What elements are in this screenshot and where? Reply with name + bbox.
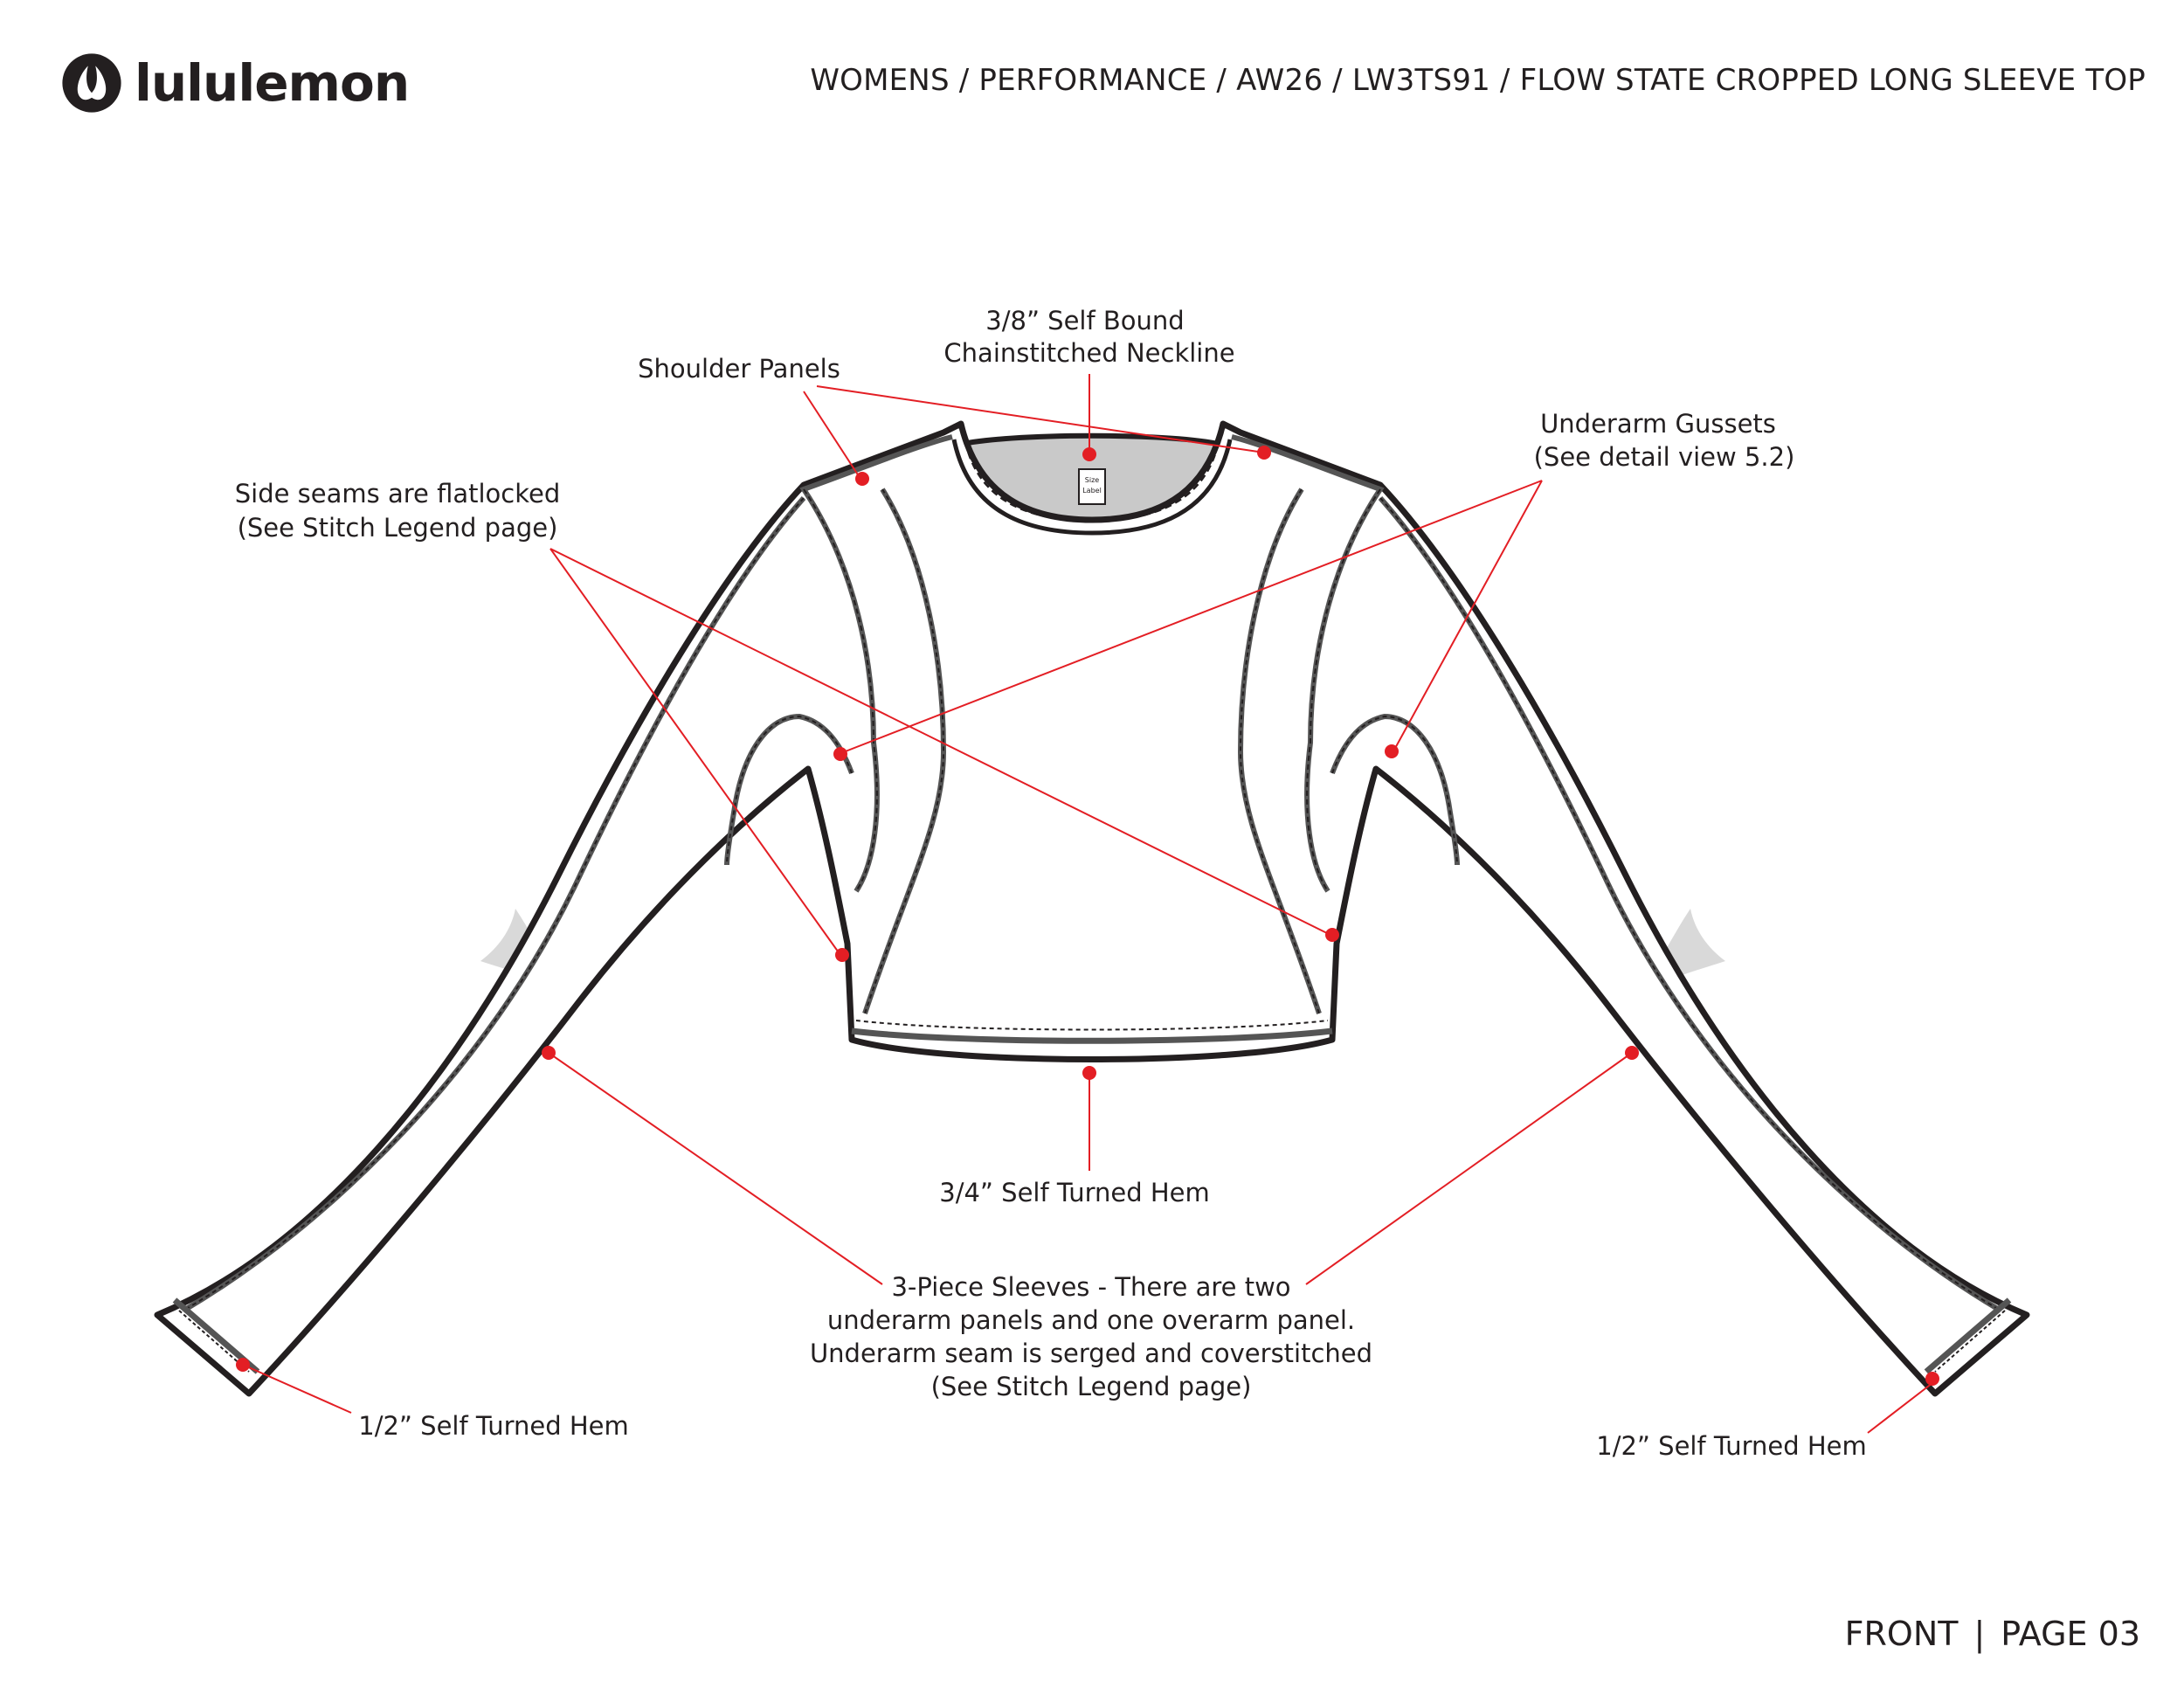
callout-side-seams-line2: (See Stitch Legend page) [238, 513, 558, 543]
bottom-hem-stitch [855, 1020, 1329, 1031]
right-cuff-hem [1924, 1297, 2012, 1374]
callout-right-cuff: 1/2” Self Turned Hem [1596, 1431, 1867, 1461]
dot-cuff-left [236, 1358, 250, 1372]
callout-leaders [242, 374, 1933, 1434]
leader-cuff-right [1867, 1382, 1933, 1434]
leader-shoulder-right [816, 385, 1265, 453]
leader-side-seam-right [549, 548, 1331, 936]
callout-sleeves-line4: (See Stitch Legend page) [931, 1372, 1252, 1401]
breadcrumb: WOMENS / PERFORMANCE / AW26 / LW3TS91 / … [810, 63, 2146, 98]
callout-sleeves-line2: underarm panels and one overarm panel. [827, 1305, 1355, 1335]
callout-sleeves-line1: 3-Piece Sleeves - There are two [891, 1272, 1290, 1302]
callout-shoulder-panels: Shoulder Panels [638, 354, 840, 384]
header: lululemon WOMENS / PERFORMANCE / AW26 / … [0, 0, 2184, 175]
leader-gusset-left [838, 480, 1543, 755]
left-cuff-hem-stitch [178, 1310, 250, 1373]
left-front-panel-stitch [864, 488, 945, 1014]
right-underarm-gusset-stitch [1331, 715, 1458, 866]
leader-cuff-left [242, 1364, 352, 1414]
right-cuff-hem-stitch [1934, 1310, 2006, 1373]
neck-chainstitch [964, 440, 1220, 522]
lululemon-logo-icon [62, 53, 121, 113]
dot-side-seam-right [1325, 928, 1339, 942]
garment-outline [154, 420, 2030, 1397]
callout-gussets-line1: Underarm Gussets [1540, 409, 1776, 439]
left-shoulder-seam-stitch [803, 488, 878, 892]
callout-side-seams-line1: Side seams are flatlocked [235, 479, 561, 508]
leader-shoulder-left [803, 391, 861, 480]
callout-sleeves-line3: Underarm seam is serged and coverstitche… [810, 1339, 1372, 1368]
callout-neckline-line2: Chainstitched Neckline [943, 338, 1234, 368]
brand-name: lululemon [135, 53, 410, 113]
leader-sleeve-left [548, 1052, 883, 1285]
dot-sleeve-left [542, 1046, 556, 1060]
footer-separator: | [1973, 1615, 1986, 1653]
dot-neckline [1082, 447, 1096, 461]
callout-neckline-line1: 3/8” Self Bound [985, 306, 1184, 336]
neck-binding [951, 439, 1233, 536]
bottom-hem [851, 1027, 1333, 1044]
size-label-line1: Size [1085, 476, 1100, 484]
dot-side-seam-left [835, 948, 849, 962]
dot-shoulder-left [855, 472, 869, 486]
size-label [1078, 468, 1106, 505]
leader-gusset-right [1393, 480, 1543, 752]
dot-hem [1082, 1066, 1096, 1080]
callout-labels: 3/8” Self Bound Chainstitched Neckline S… [235, 306, 1867, 1461]
page-footer: FRONT | PAGE 03 [1845, 1615, 2140, 1653]
right-sleeve-seam-stitch [1379, 497, 2001, 1311]
dot-sleeve-right [1625, 1046, 1639, 1060]
leader-sleeve-right [1305, 1052, 1633, 1285]
view-label: FRONT [1844, 1615, 1959, 1653]
callout-gussets-line2: (See detail view 5.2) [1534, 442, 1795, 472]
garment-flat: Size Label [154, 420, 2030, 1397]
left-sleeve-seam-stitch [183, 497, 805, 1311]
right-shoulder-seam-stitch [1306, 488, 1381, 892]
right-front-panel-stitch [1239, 488, 1320, 1014]
brand-logo: lululemon [61, 52, 410, 114]
left-underarm-gusset-stitch [726, 715, 853, 866]
callout-left-cuff: 1/2” Self Turned Hem [358, 1411, 629, 1441]
dot-shoulder-right [1257, 446, 1271, 460]
size-label-line2: Label [1082, 487, 1102, 495]
leader-side-seam-left [549, 548, 841, 956]
page-number: PAGE 03 [2001, 1615, 2140, 1653]
dot-cuff-right [1925, 1372, 1939, 1386]
dot-gusset-right [1385, 744, 1399, 758]
callout-hem: 3/4” Self Turned Hem [939, 1178, 1210, 1207]
dot-gusset-left [833, 747, 847, 761]
callout-dots [236, 446, 1939, 1386]
